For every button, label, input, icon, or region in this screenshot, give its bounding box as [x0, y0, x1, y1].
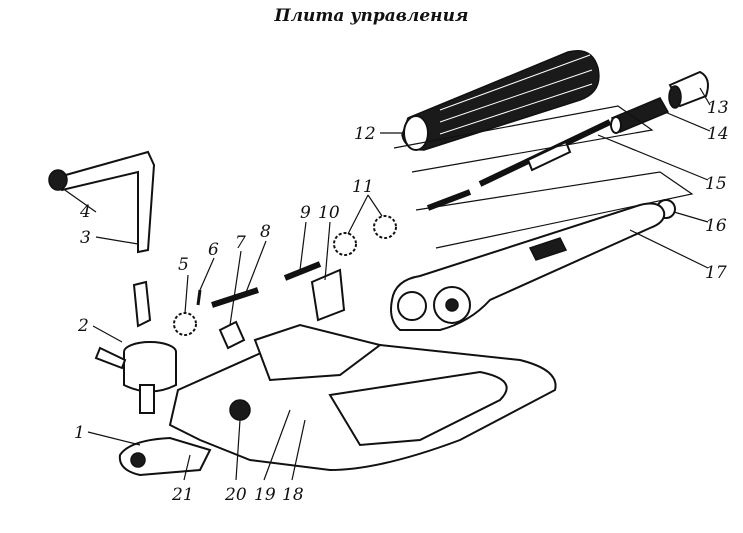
label-1: 1 [74, 423, 85, 443]
gear-parts [173, 215, 397, 336]
label-14: 14 [707, 124, 729, 144]
rod-part [426, 119, 612, 211]
label-20: 20 [224, 485, 247, 505]
label-4: 4 [79, 202, 91, 222]
label-3: 3 [80, 228, 91, 248]
handle-grip-part [401, 50, 600, 151]
pin-parts [196, 261, 322, 350]
base-frame-part [118, 323, 557, 477]
leader-lines [61, 87, 711, 481]
label-10: 10 [318, 203, 340, 223]
bracket-part [48, 150, 156, 328]
spring-part [610, 97, 670, 134]
label-16: 16 [705, 216, 727, 236]
label-9: 9 [300, 203, 311, 223]
label-11: 11 [352, 177, 374, 197]
label-6: 6 [208, 240, 219, 260]
block-part [310, 268, 346, 322]
label-5: 5 [178, 255, 189, 275]
shaft-part [94, 341, 177, 414]
label-18: 18 [282, 485, 304, 505]
label-15: 15 [705, 174, 727, 194]
label-12: 12 [354, 124, 376, 144]
cap-part [668, 70, 709, 109]
label-2: 2 [77, 316, 89, 336]
diagram-title: Плита управления [274, 6, 469, 26]
label-7: 7 [235, 233, 246, 253]
label-19: 19 [254, 485, 276, 505]
label-21: 21 [171, 485, 194, 505]
label-13: 13 [707, 98, 729, 118]
label-8: 8 [260, 222, 271, 242]
label-17: 17 [705, 263, 727, 283]
lever-part [390, 202, 666, 331]
